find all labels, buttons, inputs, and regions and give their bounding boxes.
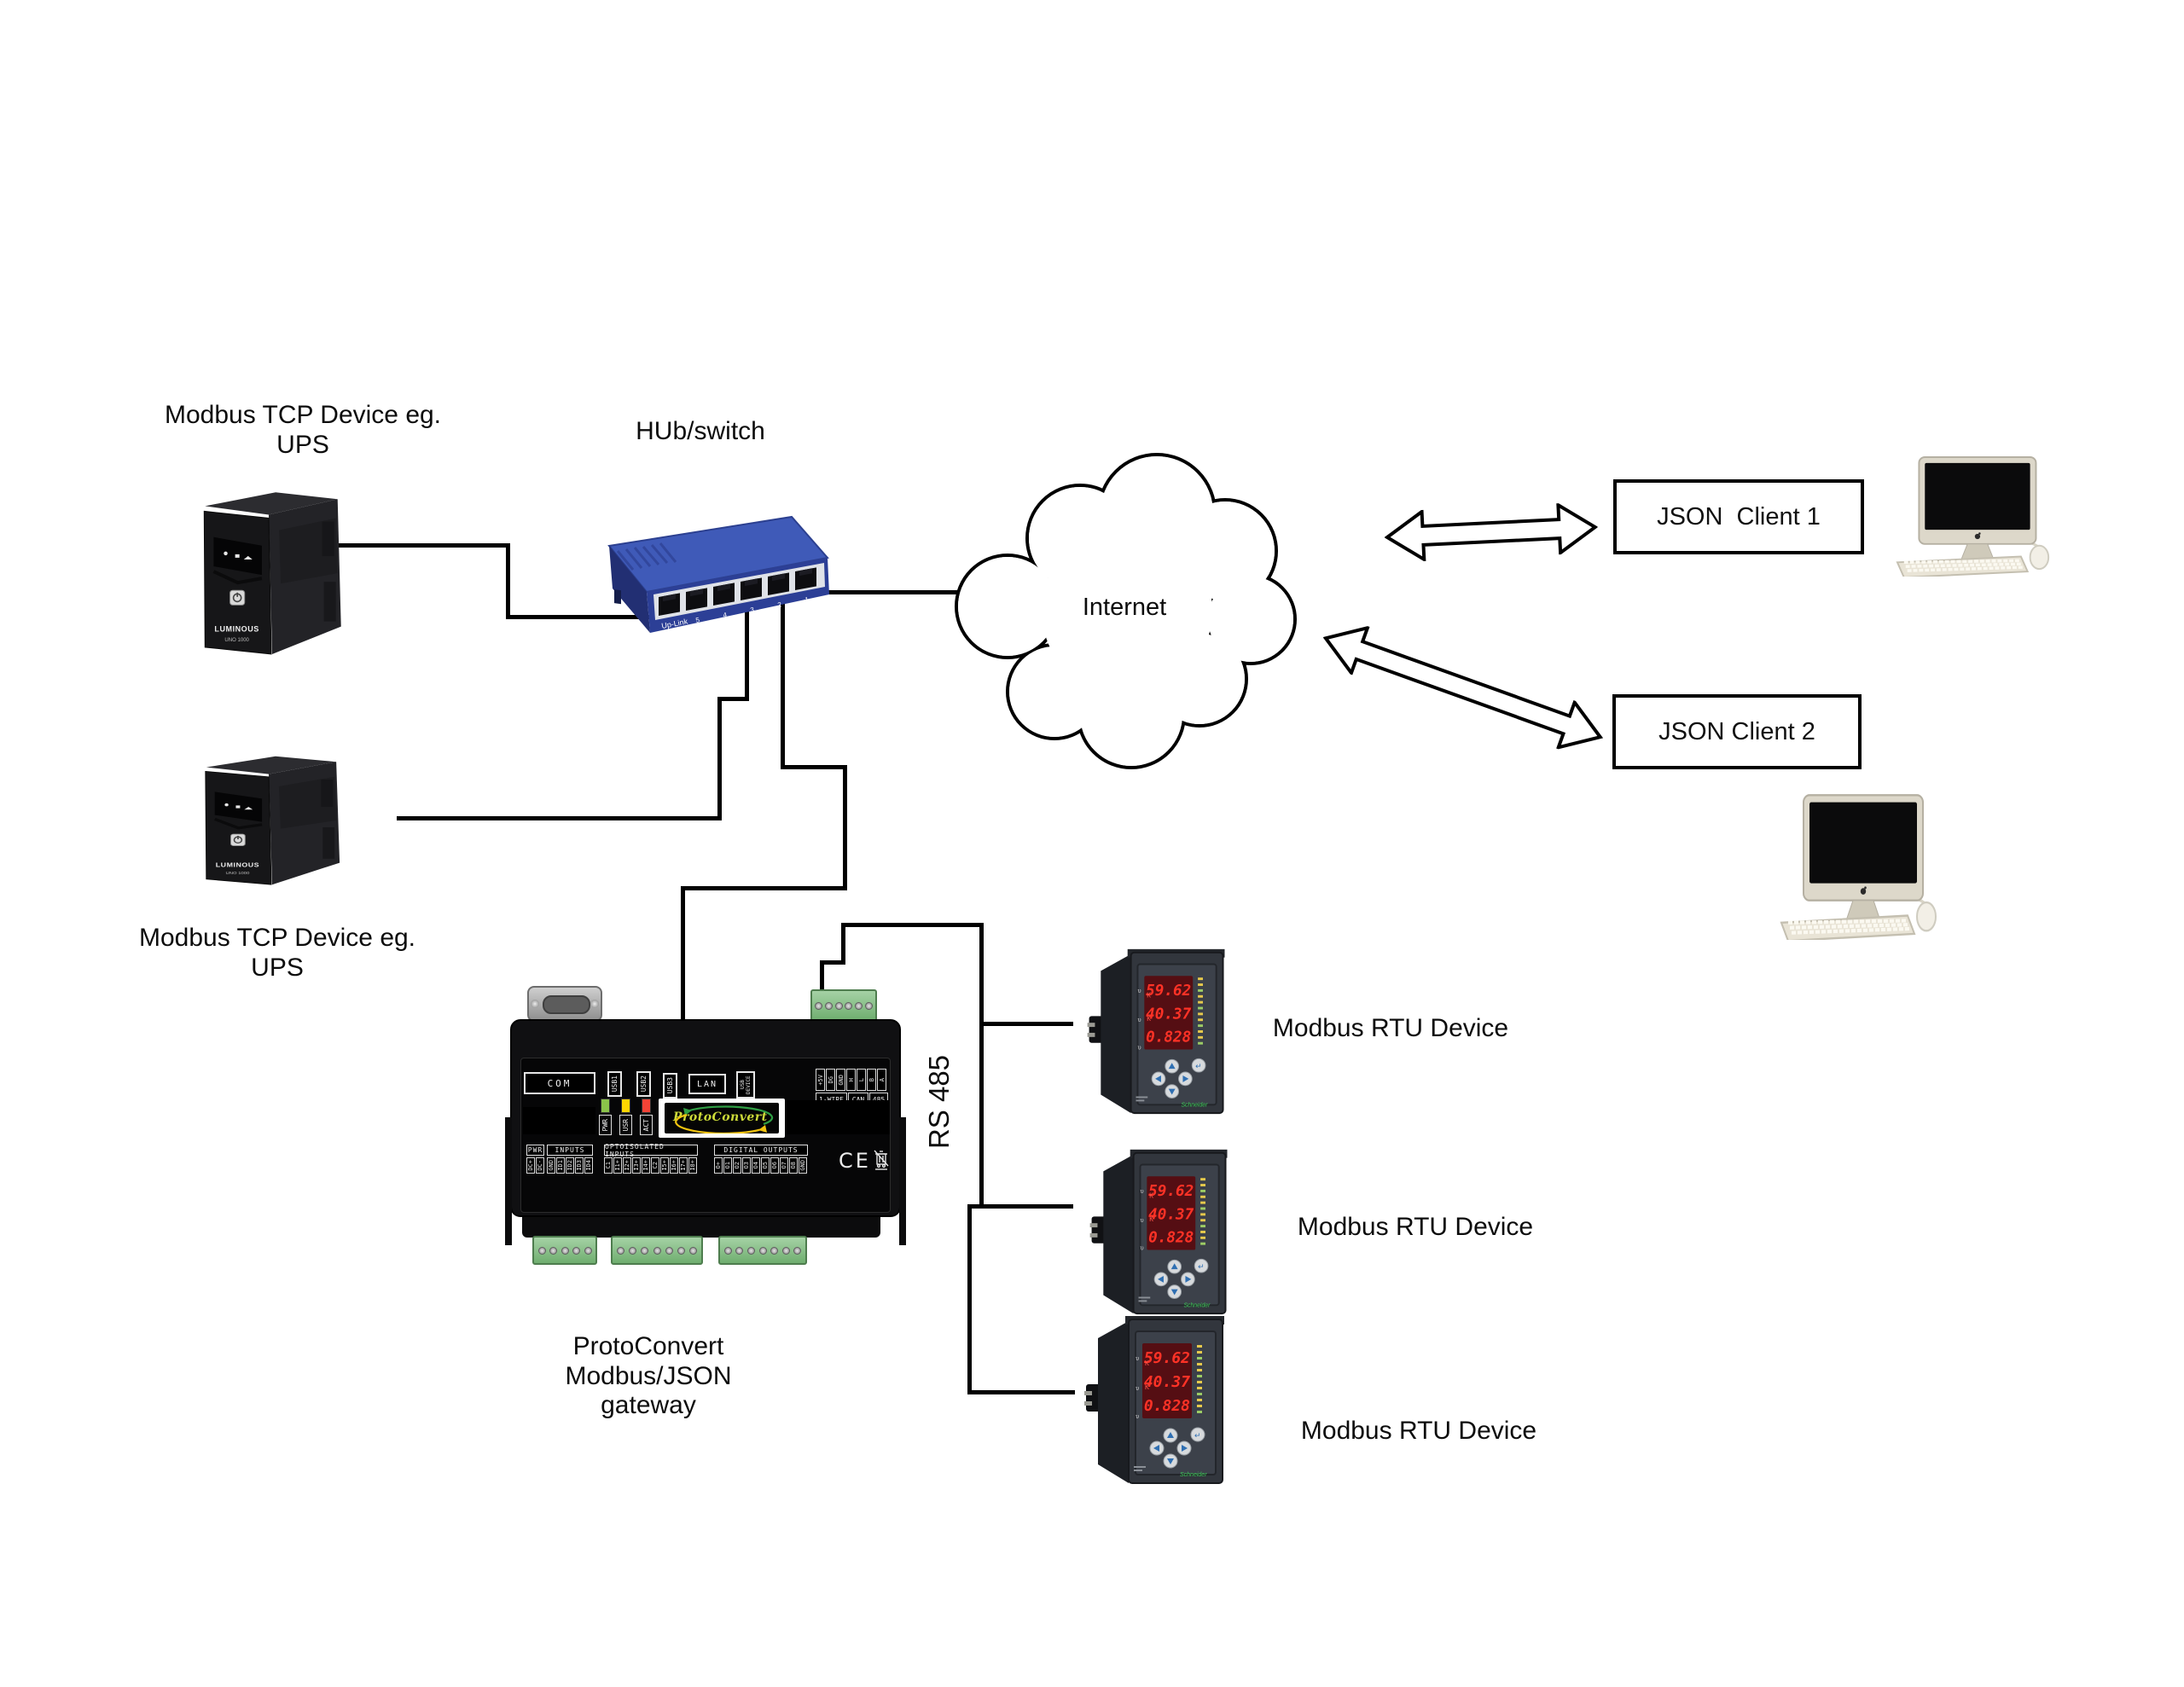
hub-image: Up-Link 5 4 3 2 1 (607, 515, 829, 633)
gateway-usb1-label: USB1 (611, 1075, 619, 1093)
json-client1-label: JSON Client 1 (1657, 502, 1821, 530)
ups1-label: Modbus TCP Device eg. UPS (164, 401, 442, 459)
hub-ports (659, 567, 816, 616)
svg-text:59.62: 59.62 (1148, 1183, 1194, 1200)
rtu2-label: Modbus RTU Device (1297, 1213, 1534, 1241)
svg-text:4: 4 (723, 611, 729, 619)
svg-text:UNO 1000: UNO 1000 (224, 638, 249, 643)
ce-mark: CE (839, 1149, 871, 1173)
svg-text:59.62: 59.62 (1146, 983, 1191, 1000)
svg-text:↵: ↵ (1195, 1062, 1201, 1070)
internet-label: Internet (1082, 594, 1167, 621)
svg-text:Schneider: Schneider (1180, 1472, 1207, 1478)
gateway-inputs-header: INPUTS (547, 1145, 593, 1156)
svg-text:υ: υ (1140, 1188, 1143, 1195)
svg-text:3: 3 (750, 606, 756, 614)
status-led (601, 1099, 610, 1113)
status-led (642, 1099, 651, 1113)
gateway-pwr-header: PWR (526, 1145, 544, 1156)
gateway-com-connector (527, 986, 602, 1022)
gateway-logo-text: ProtoConvert (673, 1110, 768, 1124)
svg-text:K: K (1149, 1192, 1153, 1200)
svg-text:υ: υ (1136, 1385, 1139, 1392)
svg-text:59.62: 59.62 (1144, 1349, 1190, 1367)
svg-text:0.828: 0.828 (1146, 1029, 1191, 1046)
gateway-top-terminal (810, 989, 877, 1022)
svg-text:K: K (1145, 1359, 1149, 1367)
rtu1-image: 59.62 40.37 0.828 K K υ υ υ ↵ Schneider (1087, 948, 1225, 1115)
status-led (621, 1099, 630, 1113)
arrow-internet-client2 (1322, 625, 1604, 751)
rs485-label: RS 485 (923, 1054, 955, 1150)
gateway-lan-label: LAN (688, 1074, 726, 1094)
svg-text:υ: υ (1140, 1245, 1143, 1252)
ups2-image: LUMINOUS UNO 1000 (205, 756, 340, 885)
svg-text:40.37: 40.37 (1148, 1206, 1194, 1223)
rtu3-label: Modbus RTU Device (1300, 1417, 1537, 1445)
svg-text:UNO 1000: UNO 1000 (225, 872, 249, 876)
svg-text:0.828: 0.828 (1148, 1230, 1194, 1247)
gateway-label: ProtoConvert Modbus/JSON gateway (565, 1332, 732, 1419)
svg-text:K: K (1149, 1215, 1153, 1223)
gateway-slot-left (523, 1107, 595, 1134)
gateway-com-label: COM (524, 1072, 595, 1094)
gateway-bottom-terminal-1 (532, 1236, 597, 1265)
gateway-bottom-terminal-3 (718, 1236, 807, 1265)
svg-text:υ: υ (1140, 1217, 1143, 1224)
weee-bin-icon (874, 1150, 889, 1170)
arrow-internet-client1 (1384, 501, 1599, 563)
gateway-status-leds: PWR USR ACT (599, 1099, 653, 1135)
svg-text:LUMINOUS: LUMINOUS (216, 861, 260, 868)
svg-text:Schneider: Schneider (1183, 1302, 1211, 1308)
gateway-usb-device-label: USB DEVICE (740, 1075, 752, 1094)
rtu-buttons: ↵ (1151, 1058, 1206, 1099)
svg-text:↵: ↵ (1198, 1262, 1204, 1271)
svg-text:K: K (1147, 1015, 1151, 1023)
svg-text:Schneider: Schneider (1181, 1102, 1208, 1108)
rtu3-image: 59.62 40.37 0.828 K K υ υ υ ↵ Schneider (1084, 1316, 1224, 1484)
ups2-label: Modbus TCP Device eg. UPS (138, 924, 416, 982)
client2-computer (1780, 794, 1937, 940)
svg-text:υ: υ (1136, 1355, 1139, 1362)
gateway-outputs-header: DIGITAL OUTPUTS (714, 1145, 808, 1156)
svg-text:1: 1 (804, 595, 810, 604)
gateway-slot-right (787, 1100, 890, 1134)
svg-text:↵: ↵ (1194, 1431, 1201, 1440)
json-client1-box: JSON Client 1 (1613, 479, 1864, 554)
rtu2-image: 59.62 40.37 0.828 K K υ υ υ ↵ Schneider (1089, 1149, 1228, 1315)
svg-text:0.828: 0.828 (1144, 1397, 1190, 1415)
internet-cloud (955, 453, 1297, 769)
json-client2-label: JSON Client 2 (1658, 717, 1815, 745)
svg-text:40.37: 40.37 (1146, 1006, 1191, 1023)
svg-text:υ: υ (1137, 988, 1141, 994)
gateway-opto-header: OPTOISOLATED INPUTS (604, 1143, 698, 1158)
svg-text:υ: υ (1137, 1017, 1141, 1023)
gateway-bottom-step (522, 1217, 880, 1238)
rtu1-label: Modbus RTU Device (1272, 1014, 1509, 1042)
svg-text:K: K (1145, 1383, 1149, 1391)
svg-text:2: 2 (777, 600, 783, 609)
svg-text:LUMINOUS: LUMINOUS (214, 625, 258, 634)
client1-computer (1896, 456, 2050, 577)
gateway-usb2-label: USB2 (640, 1075, 648, 1093)
rtu-led-column (1198, 977, 1203, 1045)
ups1-image: LUMINOUS UNO 1000 (203, 492, 341, 655)
svg-text:5: 5 (695, 616, 701, 624)
gateway-pwr-pins: DC+DC- (526, 1157, 544, 1174)
gateway-logo: ProtoConvert (659, 1099, 785, 1138)
gateway-usb3-label: USB3 (666, 1077, 674, 1094)
hub-label: HUb/switch (636, 417, 765, 445)
gateway-bottom-terminal-2 (611, 1236, 703, 1265)
svg-text:40.37: 40.37 (1144, 1373, 1190, 1391)
svg-text:υ: υ (1136, 1413, 1139, 1420)
svg-text:K: K (1147, 992, 1151, 1000)
svg-text:υ: υ (1137, 1045, 1141, 1052)
json-client2-box: JSON Client 2 (1612, 694, 1862, 769)
